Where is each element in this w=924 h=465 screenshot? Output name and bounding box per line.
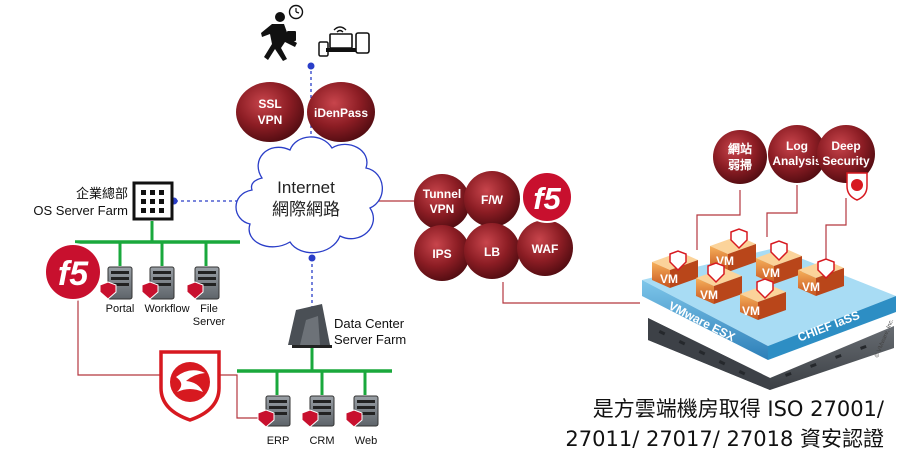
shield-badge-icon [730,228,748,250]
crm-label: CRM [309,435,334,447]
ssl-vpn-label: SSL [258,97,281,111]
idenpass-node: iDenPass [307,82,375,142]
crm-server-icon [301,395,335,428]
lb-label: LB [484,245,500,259]
erp-label: ERP [267,435,290,447]
deep-security-label: Security [822,154,870,168]
vm-tile: VM [756,240,802,284]
vm-tile: VM [798,258,844,296]
ssl-vpn-label: VPN [258,113,283,127]
vm-tile: VM [740,278,786,320]
web-scan-node: 網站 弱掃 [713,130,767,184]
log-analysis-node: Log Analysis [768,125,826,183]
waf-label: WAF [532,242,559,256]
cloud-services: 網站 弱掃 Log Analysis Deep Security [713,125,875,201]
f5-logo-hq: f5 [44,243,102,301]
tunnel-vpn-node: Tunnel VPN [414,174,470,230]
link-dot [308,254,316,262]
vm-label: VM [802,280,820,294]
vm-tile: VM [696,262,742,304]
security-services: Tunnel VPN F/W IPS LB WAF f5 [414,171,573,281]
web-scan-label: 網站 [728,141,752,156]
tunnel-vpn-label: VPN [430,202,455,216]
webscan-link [696,190,741,250]
shield-badge-icon [770,240,788,262]
link-dot [307,62,315,70]
hq-servers: Portal Workflow File Server [99,266,226,328]
internet-zh-label: 網際網路 [272,200,340,219]
workflow-label: Workflow [144,303,189,315]
top-services: SSL VPN iDenPass [236,82,375,142]
trend-micro-shield-icon [159,350,221,422]
log-link [766,185,798,237]
clock-icon [288,4,304,20]
ssl-vpn-node: SSL VPN [236,82,304,142]
waf-node: WAF [517,220,573,276]
web-scan-label: 弱掃 [728,157,752,172]
dc-servers: ERP CRM Web [257,395,379,447]
mobile-user [261,4,370,61]
caption-line-1: 是方雲端機房取得 ISO 27001/ [592,397,884,421]
datacenter-building-icon [288,304,332,348]
shield-badge-icon [817,258,835,280]
caption-line-2: 27011/ 27017/ 27018 資安認證 [565,427,884,451]
f5-trend-link [77,300,160,376]
idenpass-label: iDenPass [314,106,368,120]
datacenter-subtitle-label: Server Farm [334,332,406,347]
shield-badge-icon [669,250,687,272]
vm-label: VM [762,266,780,280]
firewall-node: F/W [464,171,520,227]
deep-security-node: Deep Security [817,125,875,201]
lb-cloud-link [502,282,640,304]
f5-logo-security: f5 [521,171,573,223]
log-analysis-label: Log [786,139,808,153]
file-server-label: File [200,303,218,315]
vm-label: VM [700,288,718,302]
workflow-server-icon [141,266,175,300]
log-analysis-label: Analysis [772,154,822,168]
file-server-icon [186,266,220,300]
vm-tile: VM [652,250,698,288]
vm-tiles: VM VM VM VM [652,228,844,320]
running-person-icon [261,12,297,61]
internet-cloud: Internet 網際網路 [235,136,383,254]
cloud-platform: © VMware, Inc. VMware ESX CHIEF IaSS VM [642,228,896,390]
deep-security-label: Deep [831,139,860,153]
ips-node: IPS [414,225,470,281]
internet-label: Internet [277,178,335,197]
vm-label: VM [660,272,678,286]
web-server-icon [345,395,379,428]
datacenter-site: Data Center Server Farm [288,304,406,348]
web-label: Web [355,435,377,447]
devices-icon [318,26,370,57]
f5-logo-text: f5 [58,255,89,293]
certification-caption: 是方雲端機房取得 ISO 27001/ 27011/ 27017/ 27018 … [565,394,884,454]
office-building-icon [132,181,174,221]
file-server-label: Server [193,316,226,328]
tunnel-vpn-label: Tunnel [423,187,461,201]
erp-server-icon [257,395,291,428]
lb-node: LB [464,223,520,279]
hq-site: 企業總部 OS Server Farm [33,181,174,221]
firewall-label: F/W [481,193,504,207]
hq-title-label: 企業總部 [76,186,128,201]
f5-logo-text: f5 [533,181,561,216]
portal-server-icon [99,266,133,300]
vm-label: VM [742,304,760,318]
portal-label: Portal [106,303,135,315]
trend-dc-link [220,374,262,419]
ips-label: IPS [432,247,451,261]
hq-subtitle-label: OS Server Farm [33,203,128,218]
trend-micro-badge-icon [846,172,868,201]
rack-base: © VMware, Inc. [648,318,895,390]
shield-badge-icon [756,278,774,300]
deep-security-link [825,198,847,262]
shield-badge-icon [707,262,725,284]
datacenter-title-label: Data Center [334,316,405,331]
